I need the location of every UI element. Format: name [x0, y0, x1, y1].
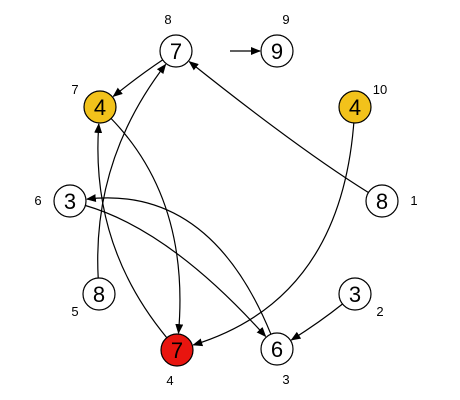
node-circle: [338, 277, 372, 311]
node-index-label: 10: [373, 82, 387, 97]
node-circle: [260, 332, 294, 366]
node-value: 7: [171, 338, 183, 363]
node-value: 4: [94, 95, 106, 120]
node-value: 7: [170, 39, 182, 64]
node-index-label: 8: [164, 12, 171, 27]
node-circle: [160, 333, 194, 367]
graph-node: 74: [160, 333, 194, 388]
node-value: 8: [376, 189, 388, 214]
node-index-label: 6: [34, 193, 41, 208]
node-circle: [82, 277, 116, 311]
node-index-label: 9: [282, 12, 289, 27]
node-index-label: 2: [376, 304, 383, 319]
node-index-label: 4: [166, 373, 173, 388]
graph-node: 32: [338, 277, 384, 319]
edge-n5-n8: [97, 63, 167, 279]
edge-n2-n3: [290, 303, 343, 341]
node-index-label: 7: [71, 82, 78, 97]
node-index-label: 1: [410, 193, 417, 208]
graph-node: 99: [260, 12, 294, 68]
node-value: 8: [93, 282, 105, 307]
edge-n6-n3: [85, 204, 267, 338]
edge-n7-n4: [110, 118, 184, 335]
node-circle: [53, 184, 87, 218]
node-value: 9: [271, 39, 283, 64]
graph-node: 63: [260, 332, 294, 387]
edge-n4-n7: [94, 123, 168, 339]
node-circle: [260, 34, 294, 68]
edge-n10-n4: [192, 122, 355, 347]
node-circle: [83, 90, 117, 124]
node-index-label: 5: [71, 304, 78, 319]
graph-node: 85: [71, 277, 116, 319]
graph-node: 78: [159, 12, 193, 68]
node-value: 3: [64, 189, 76, 214]
edge-n1-n8: [188, 60, 369, 194]
node-value: 4: [349, 95, 361, 120]
graph-node: 36: [34, 184, 87, 218]
edge-n3-n6: [85, 194, 272, 335]
node-circle: [159, 34, 193, 68]
node-circle: [365, 184, 399, 218]
graph-node: 47: [71, 82, 117, 124]
node-value: 3: [349, 282, 361, 307]
node-value: 6: [271, 337, 283, 362]
node-index-label: 3: [282, 372, 289, 387]
graph-node: 4 10: [338, 82, 387, 124]
edge-layer: [85, 47, 369, 347]
edge-n8-n7: [112, 59, 164, 98]
node-circle: [338, 90, 372, 124]
